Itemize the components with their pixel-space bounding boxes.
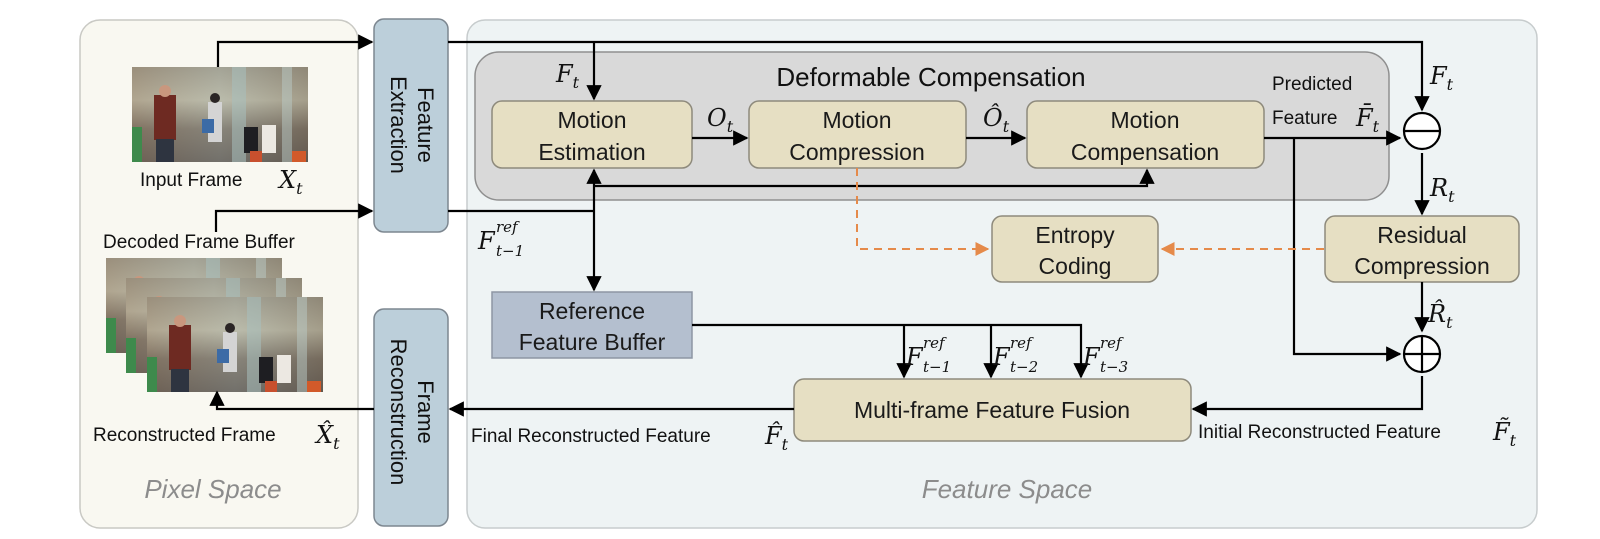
residual-compression-block[interactable]: Residual Compression [1324,215,1520,283]
svg-text:Reference: Reference [539,298,645,324]
label-final-reconstructed-feature: Final Reconstructed Feature [471,426,711,447]
feature-extraction-block[interactable]: Feature Extraction [373,18,449,233]
arrow-input-to-extraction [216,34,374,67]
arrow-fref-to-compensation [594,168,1155,188]
input-frame-image [132,67,308,162]
label-predicted-symbol: F̄t [1355,104,1380,136]
label-ft-right: Ft [1429,62,1454,94]
svg-text:Motion: Motion [557,107,626,133]
svg-text:Compression: Compression [789,139,925,165]
label-final-symbol: F̂t [764,422,789,454]
svg-text:t−1: t−1 [496,242,524,260]
svg-text:Coding: Coding [1039,253,1112,279]
feature-space-label: Feature Space [922,474,1093,504]
label-initial-reconstructed-feature: Initial Reconstructed Feature [1198,422,1441,443]
svg-text:ref: ref [1010,334,1034,352]
label-rt: Rt [1429,174,1455,206]
svg-text:Residual: Residual [1377,222,1467,248]
svg-text:Estimation: Estimation [538,139,645,165]
multi-frame-feature-fusion-block[interactable]: Multi-frame Feature Fusion [793,378,1192,442]
svg-text:ref: ref [923,334,947,352]
arrow-reconstruction-to-buffer [209,390,374,411]
arrow-ft-to-subtract [448,40,1430,112]
label-fref-t2: F ref t−2 [992,334,1038,376]
motion-compression-block[interactable]: Motion Compression [748,100,967,169]
svg-text:F: F [477,227,496,255]
label-ot-hat: Ôt [983,103,1010,136]
reference-feature-buffer-block[interactable]: Reference Feature Buffer [491,291,693,359]
label-predicted: Predicted [1272,74,1352,95]
label-rt-hat: R̂t [1427,300,1453,332]
label-ft-top: Ft [555,60,580,92]
svg-text:ref: ref [1100,334,1124,352]
svg-text:Entropy: Entropy [1035,222,1115,248]
svg-text:Multi-frame Feature Fusion: Multi-frame Feature Fusion [854,397,1130,423]
label-fref-t1-left: F ref t−1 [477,218,524,260]
svg-text:t−3: t−3 [1100,358,1128,376]
deformable-compensation-title: Deformable Compensation [776,62,1085,92]
svg-text:F: F [992,343,1011,371]
label-ot: Ot [707,104,734,136]
motion-estimation-block[interactable]: Motion Estimation [491,100,693,169]
svg-text:Motion: Motion [1110,107,1179,133]
svg-text:Reconstruction: Reconstruction [386,339,411,486]
dashed-arrow-motion-to-entropy [856,168,990,256]
subtract-operator-icon [1402,111,1442,151]
entropy-coding-block[interactable]: Entropy Coding [991,215,1159,283]
arrow-initial-reconstructed [1191,376,1424,417]
motion-compensation-block[interactable]: Motion Compensation [1026,100,1265,169]
label-initial-symbol: F̃t [1492,418,1517,450]
svg-text:F: F [1082,343,1101,371]
svg-text:Feature: Feature [413,87,438,163]
input-frame-symbol: Xt [277,166,303,198]
svg-text:F: F [905,343,924,371]
decoded-frame-buffer-label: Decoded Frame Buffer [103,232,296,253]
svg-text:t−1: t−1 [923,358,951,376]
connections [209,34,1430,417]
label-feature: Feature [1272,108,1337,129]
frame-reconstruction-block[interactable]: Frame Reconstruction [373,308,449,527]
reconstructed-frame-symbol: X̂t [314,421,340,453]
label-fref-t1: F ref t−1 [905,334,951,376]
add-operator-icon [1402,334,1442,374]
arrow-ref-t3 [692,323,1089,379]
svg-text:Frame: Frame [413,380,438,444]
svg-text:ref: ref [496,218,520,236]
svg-text:t−2: t−2 [1010,358,1038,376]
svg-text:Compression: Compression [1354,253,1490,279]
reconstructed-frame-label: Reconstructed Frame [93,425,276,446]
decoded-frame-stack [106,258,323,392]
label-fref-t3: F ref t−3 [1082,334,1128,376]
arrow-predicted-to-add [1292,138,1402,362]
svg-text:Compensation: Compensation [1071,139,1219,165]
arrow-buffer-to-extraction [214,203,374,232]
svg-text:Extraction: Extraction [386,76,411,174]
input-frame-label: Input Frame [140,170,242,191]
svg-text:Feature Buffer: Feature Buffer [519,329,666,355]
pixel-space-label: Pixel Space [144,474,281,504]
svg-text:Motion: Motion [822,107,891,133]
